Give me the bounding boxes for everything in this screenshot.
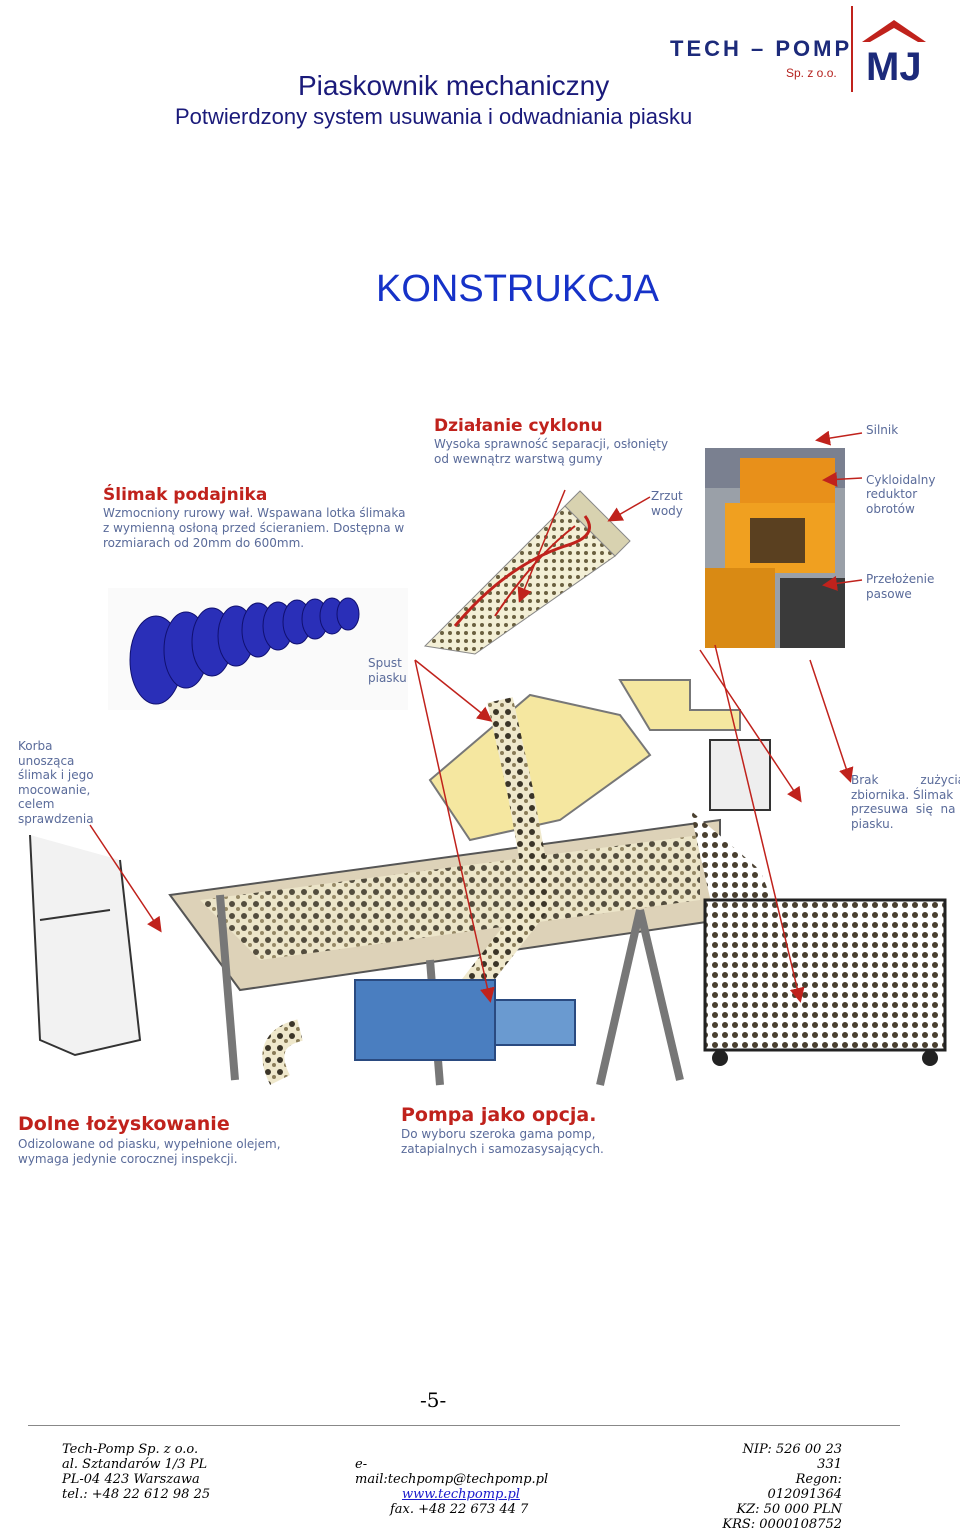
doc-title: Piaskownik mechaniczny <box>298 70 610 101</box>
screw-image <box>108 588 408 710</box>
label-korba-6: sprawdzenia <box>18 812 94 826</box>
page-number: -5- <box>420 1388 447 1412</box>
pump-title: Pompa jako opcja. <box>401 1104 597 1126</box>
cyclone-image <box>423 490 631 655</box>
footer-registration: NIP: 526 00 23 331 Regon: 012091364 KZ: … <box>720 1442 842 1532</box>
company-logo: MJ <box>851 6 926 92</box>
screw-text-3: rozmiarach od 20mm do 600mm. <box>103 536 305 550</box>
label-spust-2: piasku <box>368 671 407 685</box>
label-zrzut-1: Zrzut <box>651 489 683 503</box>
bearing-title: Dolne łożyskowanie <box>18 1113 230 1135</box>
label-korba-3: ślimak i jego <box>18 768 94 782</box>
pump-text-1: Do wyboru szeroka gama pomp, <box>401 1127 596 1141</box>
footer-tel: tel.: +48 22 612 98 25 <box>62 1487 211 1502</box>
label-reduktor-3: obrotów <box>866 502 915 516</box>
section-heading: KONSTRUKCJA <box>376 268 659 310</box>
label-reduktor-2: reduktor <box>866 487 918 501</box>
label-brak-2: zbiornika. Ślimak <box>851 788 954 802</box>
screw-text-2: z wymienną osłoną przed ścieraniem. Dost… <box>103 521 405 535</box>
brand-suffix: Sp. z o.o. <box>786 66 837 80</box>
motor-photo <box>705 448 845 648</box>
footer-nip: NIP: 526 00 23 331 <box>742 1442 842 1472</box>
label-brak-1: Brak zużycia <box>851 773 960 787</box>
bearing-text-1: Odizolowane od piasku, wypełnione olejem… <box>18 1137 281 1151</box>
footer-fax: fax. +48 22 673 44 7 <box>390 1502 529 1517</box>
footer-company-name: Tech-Pomp Sp. z o.o. <box>62 1442 199 1457</box>
bearing-text-2: wymaga jedynie corocznej inspekcji. <box>18 1152 238 1166</box>
screw-title: Ślimak podajnika <box>103 485 268 505</box>
footer-company: Tech-Pomp Sp. z o.o. al. Sztandarów 1/3 … <box>62 1442 210 1502</box>
label-brak-3: przesuwa się na <box>851 802 956 816</box>
callout-arrows <box>89 430 863 1003</box>
label-reduktor-1: Cykloidalny <box>866 473 936 487</box>
pump-text-2: zatapialnych i samozasysających. <box>401 1142 604 1156</box>
logo-text: MJ <box>866 45 922 89</box>
cyclone-text-2: od wewnątrz warstwą gumy <box>434 452 603 466</box>
cyclone-title: Działanie cyklonu <box>434 416 603 436</box>
label-przelozenie-1: Przełożenie <box>866 572 935 586</box>
cyclone-text-1: Wysoka sprawność separacji, osłonięty <box>434 437 669 451</box>
label-brak-4: piasku. <box>851 817 894 831</box>
machine-illustration <box>29 679 947 1086</box>
footer-contact: e-mail:techpomp@techpomp.pl www.techpomp… <box>355 1457 555 1517</box>
screw-text-1: Wzmocniony rurowy wał. Wspawana lotka śl… <box>103 506 406 520</box>
footer-divider <box>28 1425 900 1426</box>
footer-street: al. Sztandarów 1/3 PL <box>62 1457 208 1472</box>
brand-name: TECH – POMP <box>670 36 853 61</box>
footer-email: e-mail:techpomp@techpomp.pl <box>355 1457 549 1487</box>
label-korba-1: Korba <box>18 739 53 753</box>
doc-subtitle: Potwierdzony system usuwania i odwadnian… <box>175 104 693 129</box>
footer-city: PL-04 423 Warszawa <box>62 1472 200 1487</box>
label-korba-2: unosząca <box>18 754 75 768</box>
footer-website-link[interactable]: www.techpomp.pl <box>402 1487 520 1502</box>
label-spust-1: Spust <box>368 656 402 670</box>
label-korba-5: celem <box>18 797 55 811</box>
footer-regon: Regon: 012091364 <box>767 1472 842 1502</box>
footer-kz: KZ: 50 000 PLN <box>736 1502 842 1517</box>
footer-krs: KRS: 0000108752 <box>722 1517 842 1532</box>
label-silnik: Silnik <box>866 423 899 437</box>
label-korba-4: mocowanie, <box>18 783 91 797</box>
label-zrzut-2: wody <box>651 504 683 518</box>
label-przelozenie-2: pasowe <box>866 587 912 601</box>
